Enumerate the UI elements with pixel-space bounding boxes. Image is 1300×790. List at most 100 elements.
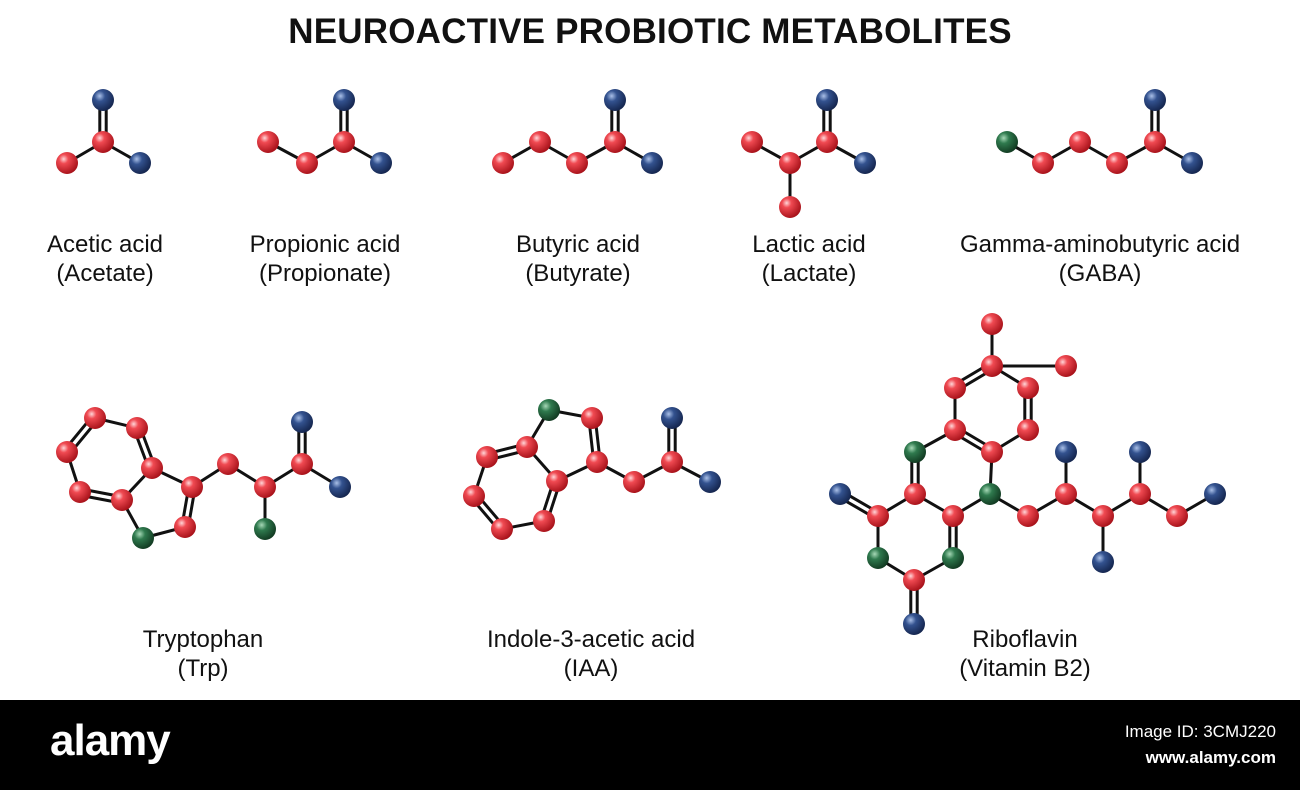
molecule-name: Riboflavin: [972, 626, 1078, 653]
label-acetic-acid: Acetic acid (Acetate): [15, 230, 195, 288]
carbon-atom: [623, 471, 645, 493]
carbon-atom: [56, 441, 78, 463]
carbon-atom: [1069, 131, 1091, 153]
carbon-atom: [779, 152, 801, 174]
oxygen-atom: [1144, 89, 1166, 111]
oxygen-atom: [1204, 483, 1226, 505]
oxygen-atom: [92, 89, 114, 111]
molecule-alt-name: (Acetate): [56, 260, 154, 287]
molecule-alt-name: (Butyrate): [525, 260, 631, 287]
carbon-atom: [546, 470, 568, 492]
oxygen-atom: [333, 89, 355, 111]
carbon-atom: [816, 131, 838, 153]
carbon-atom: [581, 407, 603, 429]
molecule-alt-name: (Vitamin B2): [959, 655, 1091, 682]
oxygen-atom: [829, 483, 851, 505]
carbon-atom: [1092, 505, 1114, 527]
oxygen-atom: [1181, 152, 1203, 174]
carbon-atom: [56, 152, 78, 174]
label-gaba: Gamma-aminobutyric acid (GABA): [920, 230, 1280, 288]
molecule-name: Lactic acid: [752, 231, 866, 258]
molecule-alt-name: (Trp): [177, 655, 229, 682]
label-butyric-acid: Butyric acid (Butyrate): [478, 230, 678, 288]
carbon-atom: [296, 152, 318, 174]
nitrogen-atom: [996, 131, 1018, 153]
riboflavin-bonds: [836, 322, 1217, 626]
nitrogen-atom: [538, 399, 560, 421]
label-indole-3-acetic-acid: Indole-3-acetic acid (IAA): [441, 625, 741, 683]
propionic-acid-atoms: [257, 89, 392, 174]
carbon-atom: [291, 453, 313, 475]
nitrogen-atom: [979, 483, 1001, 505]
molecule-alt-name: (IAA): [563, 655, 619, 682]
carbon-atom: [491, 518, 513, 540]
carbon-atom: [92, 131, 114, 153]
watermark-logo: alamy: [50, 716, 171, 765]
oxygen-atom: [370, 152, 392, 174]
oxygen-atom: [699, 471, 721, 493]
carbon-atom: [944, 377, 966, 399]
oxygen-atom: [1092, 551, 1114, 573]
carbon-atom: [463, 485, 485, 507]
lactic-acid-atoms: [741, 89, 876, 218]
oxygen-atom: [129, 152, 151, 174]
oxygen-atom: [1129, 441, 1151, 463]
label-propionic-acid: Propionic acid (Propionate): [215, 230, 435, 288]
lactic-acid-bonds: [750, 98, 867, 209]
molecule-alt-name: (Propionate): [258, 260, 392, 287]
oxygen-atom: [291, 411, 313, 433]
nitrogen-atom: [254, 518, 276, 540]
carbon-atom: [981, 441, 1003, 463]
carbon-atom: [741, 131, 763, 153]
carbon-atom: [257, 131, 279, 153]
carbon-atom: [904, 483, 926, 505]
molecule-name: Tryptophan: [142, 626, 264, 653]
carbon-atom: [903, 569, 925, 591]
nitrogen-atom: [904, 441, 926, 463]
carbon-atom: [981, 355, 1003, 377]
carbon-atom: [1055, 355, 1077, 377]
oxygen-atom: [604, 89, 626, 111]
riboflavin-atoms: [829, 313, 1226, 635]
oxygen-atom: [329, 476, 351, 498]
carbon-atom: [181, 476, 203, 498]
site-url-text: www.alamy.com: [1145, 748, 1276, 767]
carbon-atom: [529, 131, 551, 153]
nitrogen-atom: [942, 547, 964, 569]
propionic-acid-bonds: [266, 98, 383, 165]
carbon-atom: [1055, 483, 1077, 505]
carbon-atom: [944, 419, 966, 441]
carbon-atom: [217, 453, 239, 475]
carbon-atom: [1166, 505, 1188, 527]
carbon-atom: [942, 505, 964, 527]
carbon-atom: [1017, 419, 1039, 441]
carbon-atom: [333, 131, 355, 153]
carbon-atom: [533, 510, 555, 532]
carbon-atom: [1106, 152, 1128, 174]
watermark-bar: alamy Image ID: 3CMJ220 www.alamy.com: [0, 700, 1300, 790]
oxygen-atom: [661, 407, 683, 429]
gaba-bonds: [1005, 98, 1194, 165]
molecule-diagrams: [56, 89, 1226, 635]
molecule-name: Butyric acid: [515, 231, 641, 258]
label-lactic-acid: Lactic acid (Lactate): [719, 230, 899, 288]
carbon-atom: [492, 152, 514, 174]
molecule-name: Indole-3-acetic acid: [486, 626, 696, 653]
carbon-atom: [779, 196, 801, 218]
carbon-atom: [981, 313, 1003, 335]
carbon-atom: [111, 489, 133, 511]
oxygen-atom: [816, 89, 838, 111]
page-title: NEUROACTIVE PROBIOTIC METABOLITES: [288, 12, 1012, 51]
carbon-atom: [604, 131, 626, 153]
nitrogen-atom: [867, 547, 889, 569]
tryptophan-bonds: [63, 414, 342, 540]
carbon-atom: [1017, 505, 1039, 527]
carbon-atom: [1144, 131, 1166, 153]
carbon-atom: [1017, 377, 1039, 399]
carbon-atom: [126, 417, 148, 439]
carbon-atom: [566, 152, 588, 174]
carbon-atom: [1129, 483, 1151, 505]
carbon-atom: [661, 451, 683, 473]
carbon-atom: [141, 457, 163, 479]
image-id-text: Image ID: 3CMJ220: [1124, 722, 1276, 741]
